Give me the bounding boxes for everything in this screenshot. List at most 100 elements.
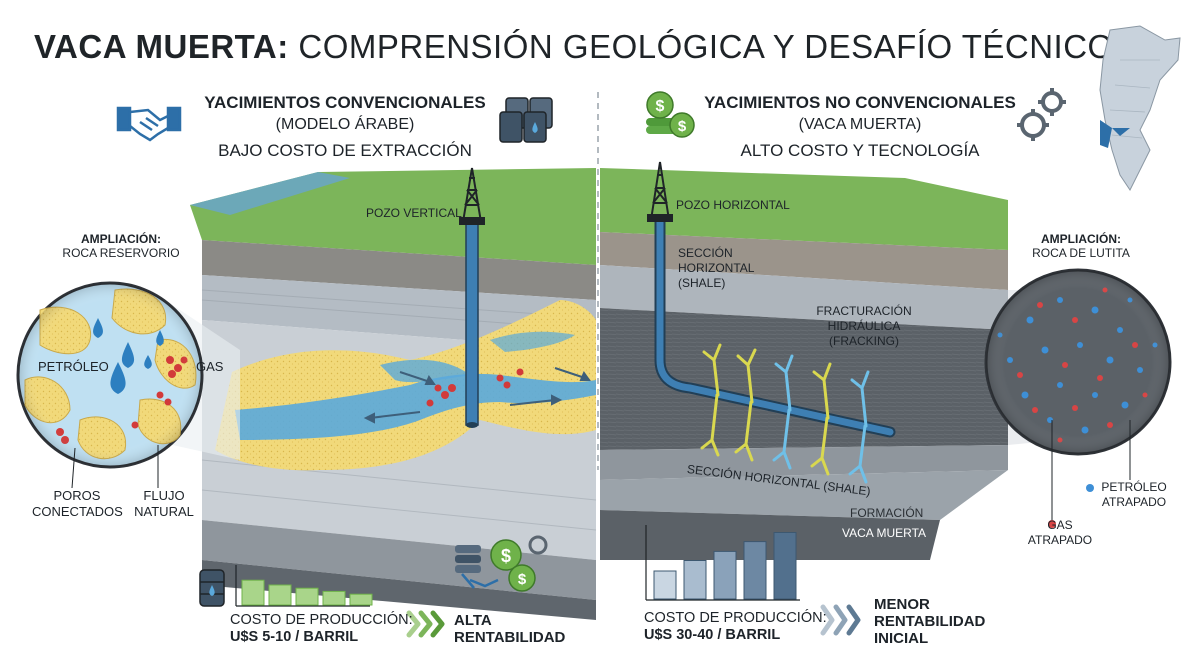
left-derrick-icon <box>459 167 485 225</box>
pores-label-line1: POROS <box>53 488 101 503</box>
cost-bar <box>322 590 346 606</box>
cost-bar <box>268 584 292 606</box>
page-title: VACA MUERTA: COMPRENSIÓN GEOLÓGICA Y DES… <box>34 28 1114 66</box>
right-heading: YACIMIENTOS NO CONVENCIONALES <box>704 93 1016 112</box>
horizontal-well-label: POZO HORIZONTAL <box>676 198 790 212</box>
right-layer-4 <box>600 470 1008 520</box>
gas-trapped-label: GAS ATRAPADO <box>1020 518 1100 548</box>
right-layer-1 <box>600 232 1008 290</box>
right-result-line1: MENOR <box>874 596 930 613</box>
left-header: YACIMIENTOS CONVENCIONALES (MODELO ÁRABE… <box>200 92 490 162</box>
svg-text:$: $ <box>518 571 527 588</box>
left-zoom-subtitle: ROCA RESERVORIO <box>62 246 180 260</box>
formation-label-2: VACA MUERTA <box>842 526 927 540</box>
right-result-line3: INICIAL <box>874 630 929 647</box>
fracture-network <box>700 343 870 484</box>
right-subheading: (VACA MUERTA) <box>798 116 922 133</box>
right-derrick-icon <box>647 161 673 222</box>
pores-label-line2: CONECTADOS <box>32 504 123 519</box>
oil-trapped-line2: ATRAPADO <box>1101 495 1167 509</box>
oil-label: PETRÓLEO <box>38 359 109 374</box>
oil-trapped-line1: PETRÓLEO <box>1101 480 1167 494</box>
cost-bar <box>295 587 319 606</box>
chevron-right-icon-right <box>820 604 861 636</box>
left-oil-channel <box>235 373 596 440</box>
cost-bar <box>653 570 677 600</box>
gas-trapped-line1: GAS <box>1047 518 1073 532</box>
right-cost-label: COSTO DE PRODUCCIÓN: <box>644 610 827 626</box>
right-cost: COSTO DE PRODUCCIÓN: U$S 30-40 / BARRIL <box>644 610 827 644</box>
oil-trapped-label: PETRÓLEO ATRAPADO <box>1094 480 1174 510</box>
cost-bar <box>773 532 797 600</box>
cost-bar <box>683 560 707 600</box>
left-zoom-title: AMPLIACIÓN: <box>81 232 161 246</box>
argentina-map-icon <box>1099 25 1181 191</box>
right-header: YACIMIENTOS NO CONVENCIONALES (VACA MUER… <box>700 92 1020 162</box>
right-result: MENOR RENTABILIDAD INICIAL <box>874 596 985 647</box>
title-rest: COMPRENSIÓN GEOLÓGICA Y DESAFÍO TÉCNICO <box>298 28 1114 65</box>
section-label-line3: (SHALE) <box>678 276 726 290</box>
flow-label: FLUJO NATURAL <box>124 488 204 520</box>
section-label: SECCIÓN HORIZONTAL (SHALE) <box>678 246 754 291</box>
pores-label: POROS CONECTADOS <box>32 488 123 520</box>
fracking-label-line2: HIDRÁULICA <box>827 319 901 333</box>
svg-text:$: $ <box>501 546 511 566</box>
handshake-icon <box>116 106 182 142</box>
left-cost-label: COSTO DE PRODUCCIÓN: <box>230 612 413 628</box>
svg-text:$: $ <box>656 98 665 115</box>
cost-bar <box>349 593 373 606</box>
gears-icon <box>1017 88 1066 141</box>
right-zoom-subtitle: ROCA DE LUTITA <box>1032 246 1130 260</box>
right-layer-2 <box>600 265 1008 330</box>
fracking-label-line1: FRACTURACIÓN <box>816 304 912 318</box>
fracking-label: FRACTURACIÓN HIDRÁULICA (FRACKING) <box>804 304 924 349</box>
title-bold: VACA MUERTA: <box>34 28 289 65</box>
left-tagline: BAJO COSTO DE EXTRACCIÓN <box>218 141 472 160</box>
gas-trapped-line2: ATRAPADO <box>1027 533 1093 547</box>
cost-bar <box>713 550 737 600</box>
left-result: ALTA RENTABILIDAD <box>454 612 565 646</box>
right-zoom-title: AMPLIACIÓN: <box>1041 232 1121 246</box>
left-heading: YACIMIENTOS CONVENCIONALES <box>204 93 486 112</box>
right-layer-5 <box>600 510 940 560</box>
gas-label: GAS <box>196 359 224 374</box>
right-cost-value: U$S 30-40 / BARRIL <box>644 627 781 643</box>
section-label-line1: SECCIÓN <box>678 246 733 260</box>
right-shale-layer <box>600 308 1008 450</box>
left-cost: COSTO DE PRODUCCIÓN: U$S 5-10 / BARRIL <box>230 612 413 646</box>
oil-barrel-icon <box>199 569 225 607</box>
coins-icon: $ $ <box>646 91 695 138</box>
left-cost-value: U$S 5-10 / BARRIL <box>230 629 359 645</box>
chevron-right-icon <box>406 610 445 638</box>
right-zoom-caption: AMPLIACIÓN: ROCA DE LUTITA <box>1016 232 1146 260</box>
cost-bar <box>743 541 767 600</box>
left-zoom-caption: AMPLIACIÓN: ROCA RESERVORIO <box>56 232 186 260</box>
money-handshake-icon: $ $ <box>455 535 548 592</box>
horizontal-well-pipe <box>656 218 894 436</box>
oil-barrels-icon <box>499 97 553 143</box>
cost-bar <box>241 579 265 606</box>
svg-text:$: $ <box>678 118 687 135</box>
left-layer-5 <box>202 560 596 620</box>
left-water-surface <box>190 172 350 215</box>
left-zoom <box>16 281 240 489</box>
right-zoom <box>984 268 1172 528</box>
right-cost-chart <box>653 532 797 600</box>
right-tagline: ALTO COSTO Y TECNOLOGÍA <box>740 141 980 160</box>
left-subheading: (MODELO ÁRABE) <box>275 116 415 133</box>
left-cost-chart <box>241 579 373 606</box>
vertical-well-label: POZO VERTICAL <box>366 206 462 220</box>
fracking-label-line3: (FRACKING) <box>829 334 899 348</box>
section-label-line2: HORIZONTAL <box>678 261 755 275</box>
left-gas-dots <box>426 368 524 407</box>
right-layer-3 <box>600 445 1008 480</box>
right-result-line2: RENTABILIDAD <box>874 613 986 630</box>
left-result-line2: RENTABILIDAD <box>454 629 566 646</box>
flow-label-line2: NATURAL <box>134 504 194 519</box>
formation-label-1: FORMACIÓN <box>850 506 924 520</box>
right-block <box>600 161 1008 560</box>
vertical-well-pipe <box>465 219 479 426</box>
flow-label-line1: FLUJO <box>143 488 185 503</box>
